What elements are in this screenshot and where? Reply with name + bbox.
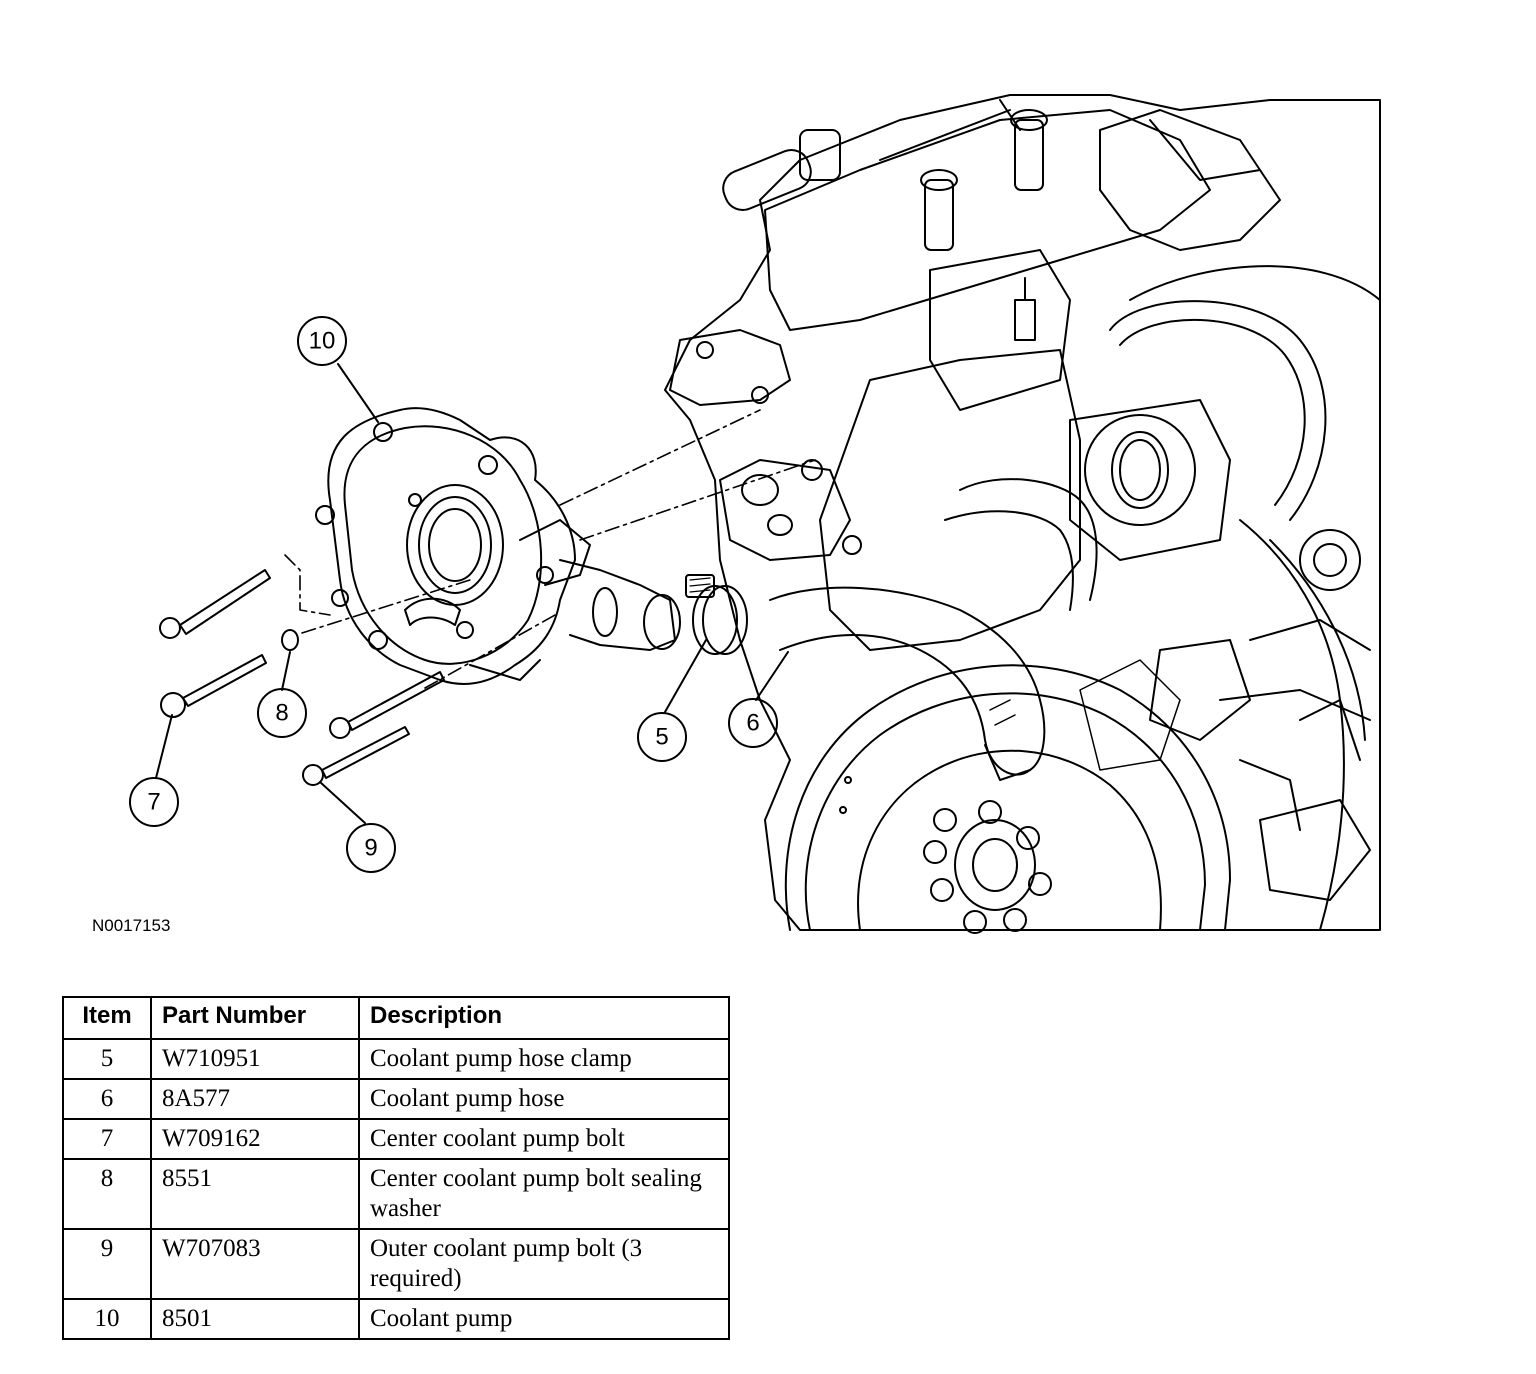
alignment-lines <box>284 409 816 689</box>
callout-5: 5 <box>655 724 668 751</box>
exploded-view-diagram: 10 8 7 9 5 6 <box>129 94 1381 934</box>
part-number-cell: W709162 <box>150 1118 360 1160</box>
item-cell: 8 <box>62 1158 152 1230</box>
item-cell: 7 <box>62 1118 152 1160</box>
description-cell: Coolant pump hose <box>358 1078 730 1120</box>
callout-7: 7 <box>147 789 160 816</box>
sealing-washer-illustration <box>281 629 299 651</box>
callout-6: 6 <box>746 710 759 737</box>
description-cell: Coolant pump hose clamp <box>358 1038 730 1080</box>
table-header-row: Item Part Number Description <box>62 996 730 1040</box>
column-header-description: Description <box>358 996 730 1040</box>
column-header-item: Item <box>62 996 152 1040</box>
callout-10: 10 <box>309 328 336 355</box>
coolant-pump-illustration <box>315 407 681 686</box>
part-number-cell: W710951 <box>150 1038 360 1080</box>
table-row: 6 8A577 Coolant pump hose <box>62 1078 730 1120</box>
table-row: 8 8551 Center coolant pump bolt sealing … <box>62 1158 730 1230</box>
hose-clamp-illustration <box>685 574 748 655</box>
center-bolt-illustration <box>159 569 271 639</box>
item-cell: 9 <box>62 1228 152 1300</box>
center-bolt-2-illustration <box>160 654 267 718</box>
callout-8: 8 <box>275 700 288 727</box>
description-cell: Center coolant pump bolt <box>358 1118 730 1160</box>
part-number-cell: 8551 <box>150 1158 360 1230</box>
item-cell: 5 <box>62 1038 152 1080</box>
description-cell: Outer coolant pump bolt (3 required) <box>358 1228 730 1300</box>
description-cell: Coolant pump <box>358 1298 730 1340</box>
parts-table: Item Part Number Description 5 W710951 C… <box>62 996 730 1340</box>
table-row: 7 W709162 Center coolant pump bolt <box>62 1118 730 1160</box>
column-header-part-number: Part Number <box>150 996 360 1040</box>
callout-9: 9 <box>364 835 377 862</box>
engine-block-illustration <box>664 94 1381 934</box>
table-row: 10 8501 Coolant pump <box>62 1298 730 1340</box>
part-number-cell: 8A577 <box>150 1078 360 1120</box>
callout-leaders <box>155 363 789 824</box>
part-number-cell: W707083 <box>150 1228 360 1300</box>
part-number-cell: 8501 <box>150 1298 360 1340</box>
item-cell: 10 <box>62 1298 152 1340</box>
flexplate-bolt-pattern <box>923 800 1052 934</box>
outer-bolt-illustration <box>302 671 445 786</box>
figure-id-label: N0017153 <box>92 916 171 935</box>
description-cell: Center coolant pump bolt sealing washer <box>358 1158 730 1230</box>
item-cell: 6 <box>62 1078 152 1120</box>
table-row: 5 W710951 Coolant pump hose clamp <box>62 1038 730 1080</box>
table-row: 9 W707083 Outer coolant pump bolt (3 req… <box>62 1228 730 1300</box>
